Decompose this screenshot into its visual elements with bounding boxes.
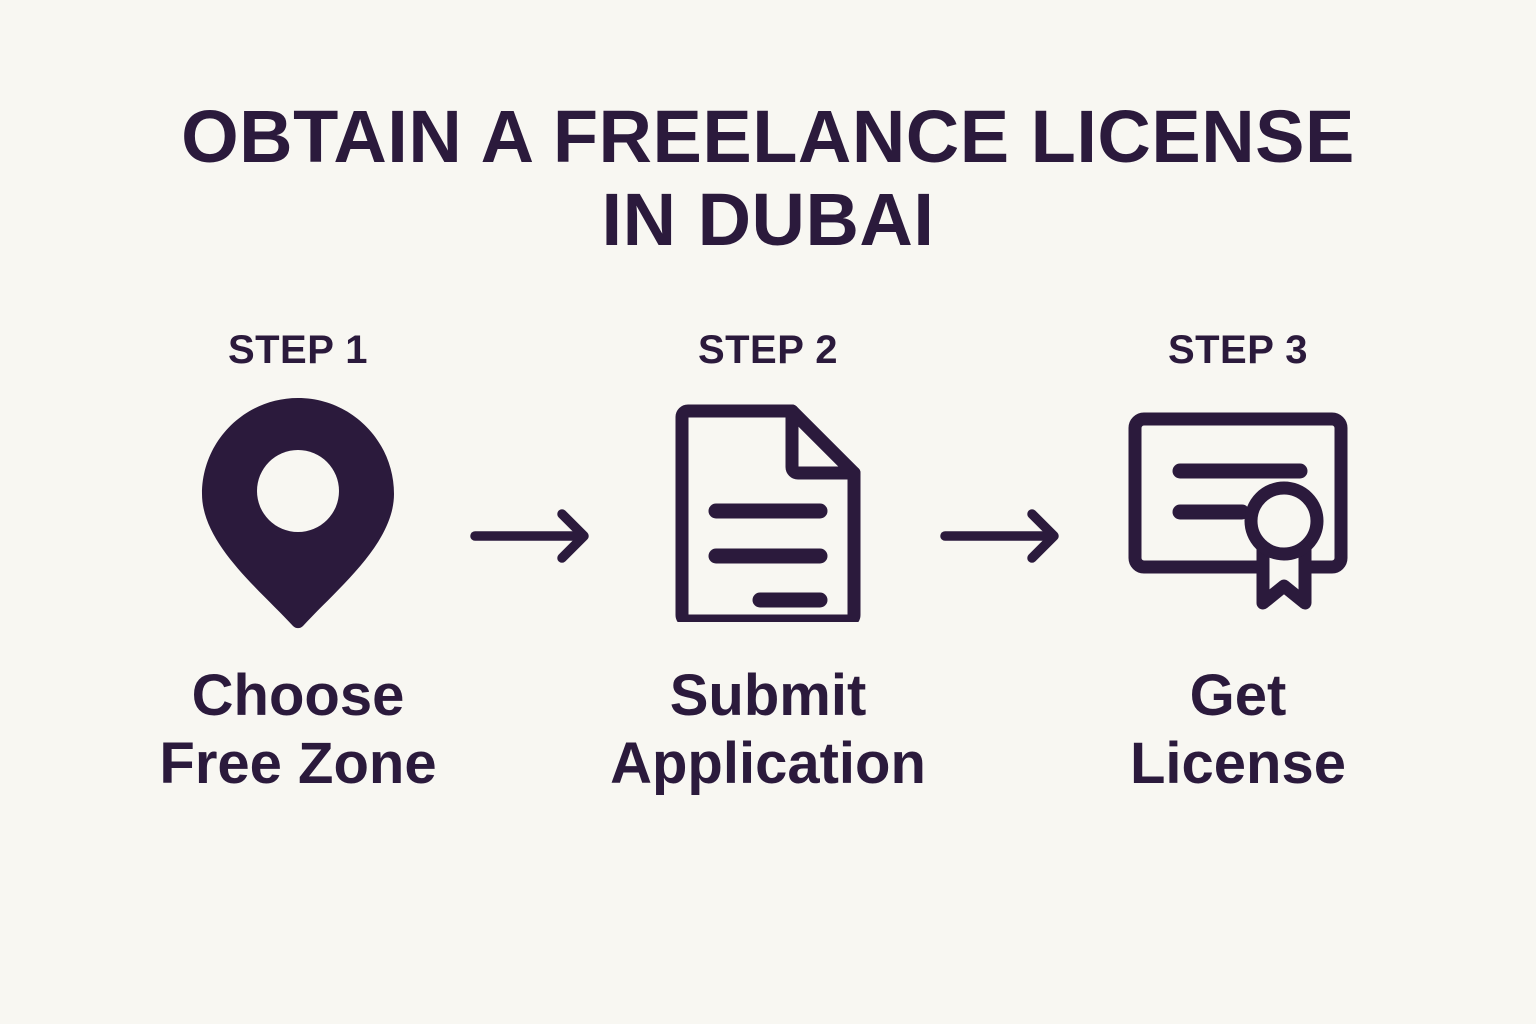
step-1-label: STEP 1	[227, 328, 369, 372]
step-2-caption: Submit Application	[610, 663, 926, 797]
step-1-caption: Choose Free Zone	[159, 663, 437, 797]
steps-row: STEP 1 Choose Free Zone STEP 2	[0, 330, 1536, 850]
step-3-caption: Get License	[1130, 663, 1346, 797]
step-2-label: STEP 2	[697, 328, 839, 372]
step-3-label: STEP 3	[1167, 328, 1309, 372]
map-pin-icon	[183, 398, 413, 629]
step-1: STEP 1 Choose Free Zone	[133, 330, 463, 799]
step-2: STEP 2 Submit Application	[603, 330, 933, 799]
page-title: OBTAIN A FREELANCE LICENSE IN DUBAI	[181, 95, 1355, 261]
certificate-icon	[1123, 398, 1353, 628]
arrow-right-icon	[463, 330, 603, 564]
arrow-right-icon	[933, 330, 1073, 564]
step-3: STEP 3 Get License	[1073, 330, 1403, 799]
document-icon	[653, 398, 883, 628]
